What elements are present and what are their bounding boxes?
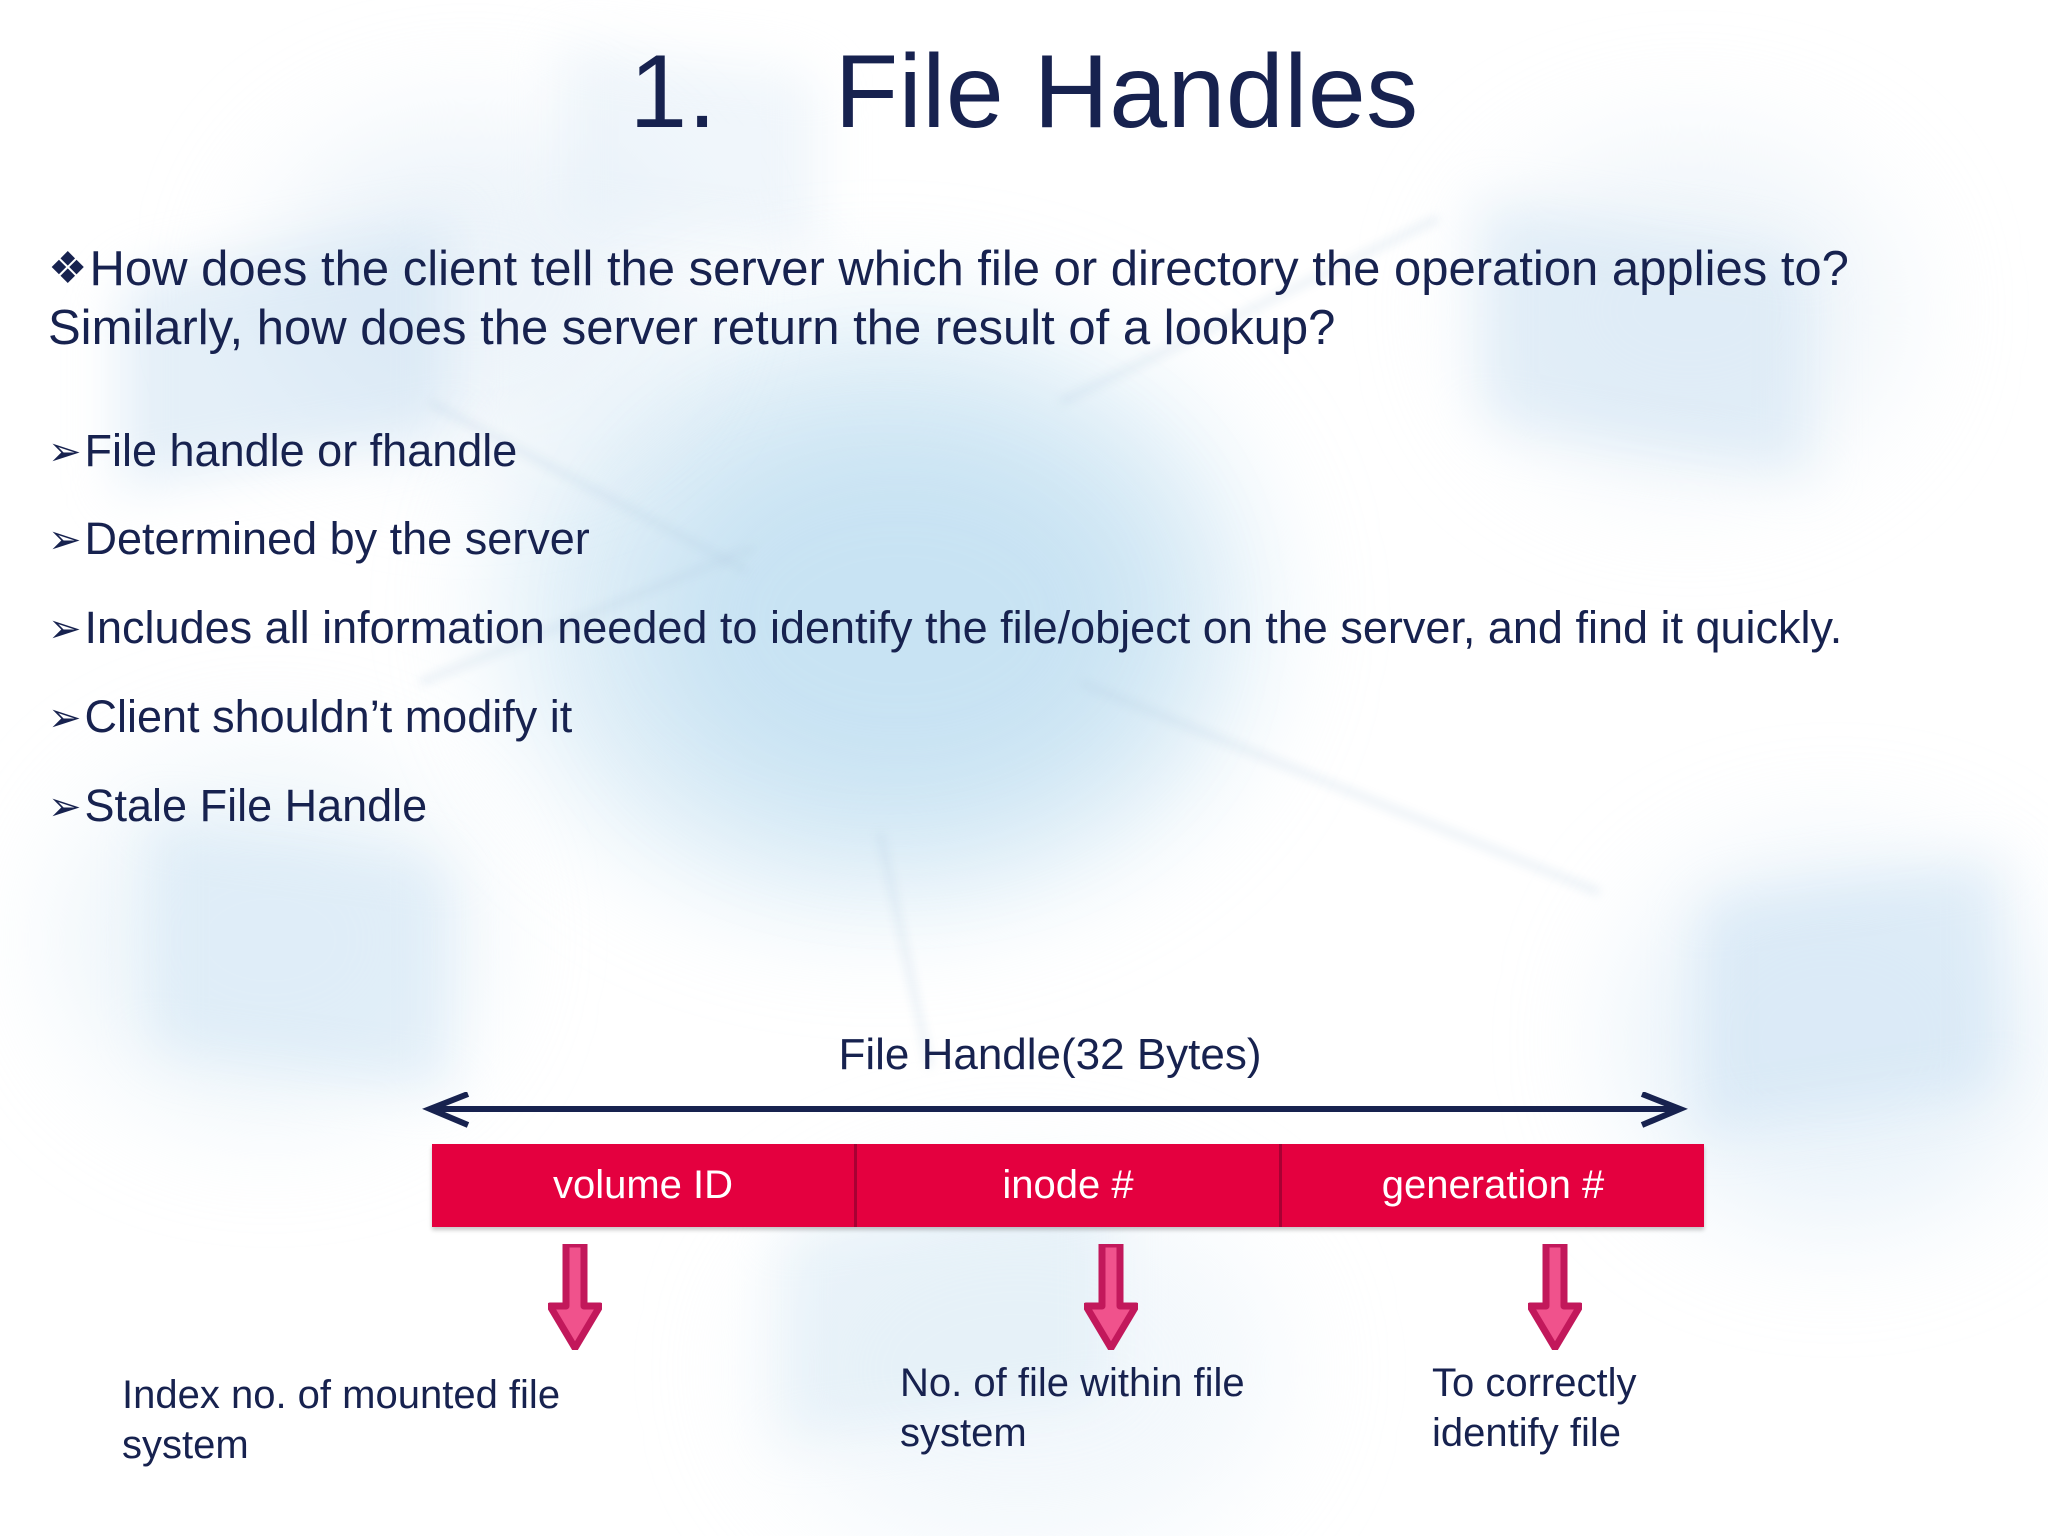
down-arrow-icon-inode — [1084, 1244, 1138, 1350]
file-handle-size-caption: File Handle(32 Bytes) — [838, 1030, 1262, 1079]
page-title: 1. File Handles — [629, 34, 1419, 150]
arrow-bullet-icon: ➢ — [48, 696, 82, 741]
list-item: ➢File handle or fhandle — [48, 424, 2008, 479]
down-arrow-icon-generation — [1528, 1244, 1582, 1350]
diamond-bullet-icon: ❖ — [48, 244, 88, 293]
list-item-label: Determined by the server — [84, 513, 590, 565]
list-item-label: Stale File Handle — [84, 780, 428, 832]
field-cell-inode: inode # — [857, 1144, 1282, 1227]
lead-bullet-text: How does the client tell the server whic… — [48, 242, 1849, 355]
field-note-inode: No. of file within file system — [900, 1361, 1245, 1455]
list-item-label: File handle or fhandle — [84, 424, 518, 476]
arrow-bullet-icon: ➢ — [48, 785, 82, 830]
file-handle-bar: volume ID inode # generation # — [432, 1144, 1704, 1227]
list-item: ➢Stale File Handle — [48, 779, 2008, 834]
arrow-bullet-icon: ➢ — [48, 607, 82, 652]
double-headed-arrow-icon — [422, 1092, 1688, 1128]
lead-bullet-paragraph: ❖How does the client tell the server whi… — [48, 240, 2008, 358]
list-item: ➢Client shouldn’t modify it — [48, 690, 2008, 745]
arrow-bullet-icon: ➢ — [48, 518, 82, 563]
field-cell-volume-id: volume ID — [432, 1144, 857, 1227]
field-note-volume-id: Index no. of mounted file system — [122, 1373, 561, 1467]
field-cell-generation: generation # — [1381, 1163, 1605, 1207]
field-note-generation: To correctly identify file — [1432, 1361, 1637, 1455]
slide-body: ❖How does the client tell the server whi… — [48, 240, 2008, 868]
arrow-bullet-icon: ➢ — [48, 429, 82, 474]
sub-bullet-list: ➢File handle or fhandle ➢Determined by t… — [48, 424, 2008, 834]
list-item: ➢Includes all information needed to iden… — [48, 601, 2008, 656]
list-item-label: Client shouldn’t modify it — [84, 691, 573, 743]
down-arrow-icon-volume-id — [548, 1244, 602, 1350]
list-item: ➢Determined by the server — [48, 512, 2008, 567]
file-handle-diagram: File Handle(32 Bytes) volume ID inode # … — [0, 1030, 2048, 1530]
list-item-label: Includes all information needed to ident… — [84, 602, 1843, 654]
